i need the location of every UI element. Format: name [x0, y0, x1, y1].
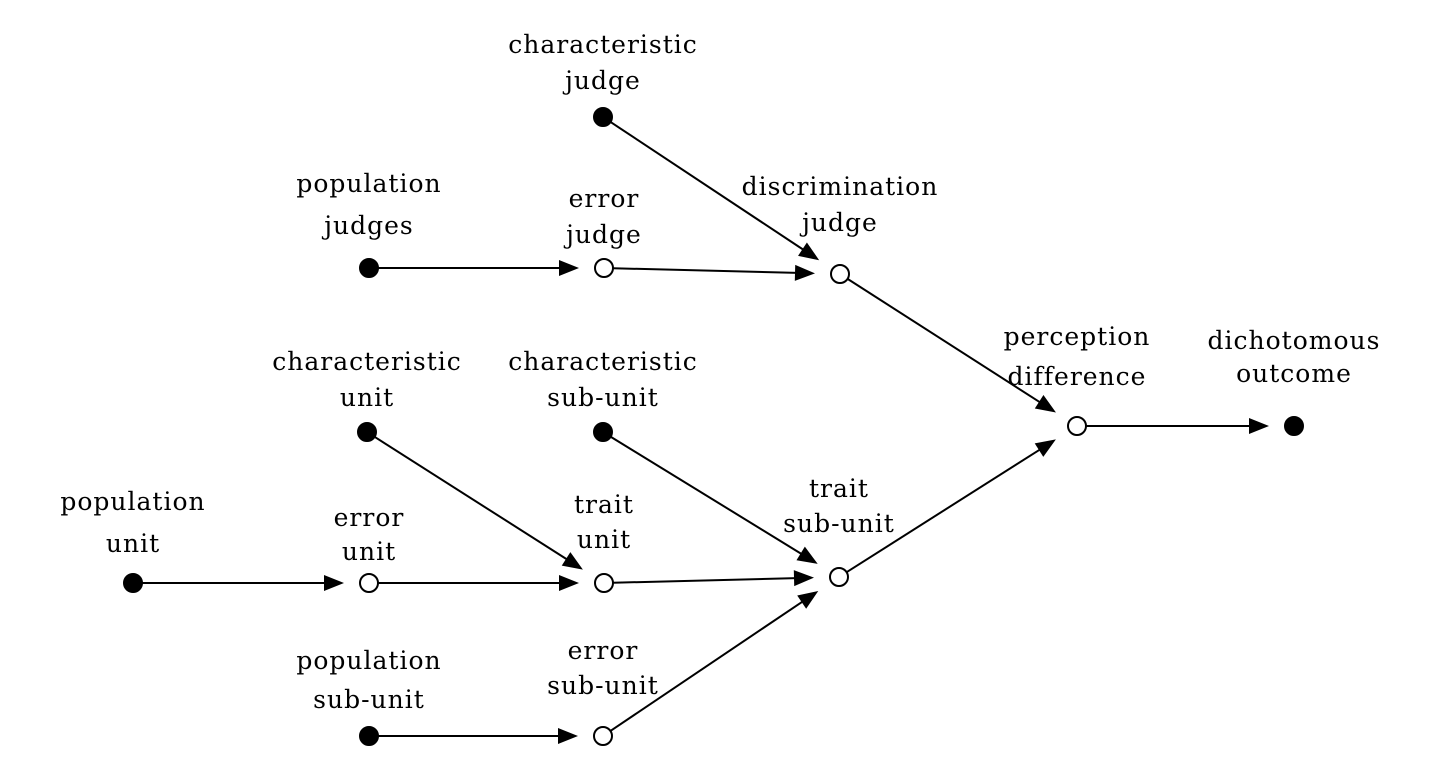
label-population-sub-unit-line-1: population: [296, 646, 441, 675]
edge-error-judge-to-discrimination-judge: [612, 264, 816, 281]
arrowhead-icon: [558, 728, 578, 744]
arrowhead-icon: [1249, 418, 1269, 434]
node-characteristic-sub-unit: [593, 422, 613, 442]
label-perception-difference-line-2: difference: [1008, 362, 1147, 391]
nodes-layer: [123, 107, 1304, 746]
edge-line: [612, 267, 798, 274]
label-error-sub-unit-line-1: error: [568, 636, 639, 665]
edge-perception-difference-to-dichotomous-outcome: [1086, 418, 1269, 434]
label-discrimination-judge-line-1: discrimination: [742, 172, 939, 201]
label-discrimination-judge-line-2: judge: [799, 208, 878, 237]
label-error-unit-line-1: error: [334, 503, 405, 532]
node-perception-difference: [1067, 416, 1087, 436]
label-population-unit-line-2: unit: [106, 529, 160, 558]
edge-line: [609, 600, 804, 732]
edge-characteristic-judge-to-discrimination-judge: [609, 121, 820, 261]
node-dichotomous-outcome: [1284, 416, 1304, 436]
edge-characteristic-unit-to-trait-unit: [374, 435, 583, 570]
edge-population-sub-unit-to-error-sub-unit: [378, 728, 578, 744]
label-error-judge-line-2: judge: [563, 220, 642, 249]
edge-line: [374, 435, 569, 561]
edge-trait-unit-to-trait-sub-unit: [612, 570, 815, 587]
label-characteristic-sub-unit-line-1: characteristic: [508, 347, 698, 376]
node-population-unit: [123, 573, 143, 593]
label-characteristic-judge-line-1: characteristic: [508, 30, 698, 59]
arrowhead-icon: [559, 260, 579, 276]
label-trait-unit-line-1: trait: [574, 490, 634, 519]
edges-layer: [142, 121, 1269, 744]
node-characteristic-judge: [593, 107, 613, 127]
label-dichotomous-outcome-line-2: outcome: [1236, 359, 1352, 388]
label-trait-unit-line-2: unit: [577, 525, 631, 554]
label-characteristic-unit-line-1: characteristic: [272, 347, 462, 376]
edge-population-judges-to-error-judge: [378, 260, 579, 276]
arrowhead-icon: [324, 575, 344, 591]
label-population-judges-line-1: population: [296, 169, 441, 198]
arrowhead-icon: [559, 575, 579, 591]
arrowhead-icon: [794, 264, 816, 281]
label-trait-sub-unit-line-1: trait: [809, 474, 869, 503]
arrowhead-icon: [796, 546, 818, 564]
label-perception-difference-line-1: perception: [1004, 322, 1151, 351]
arrowhead-icon: [1034, 394, 1056, 413]
node-error-sub-unit: [593, 726, 613, 746]
node-population-sub-unit: [359, 726, 379, 746]
edge-trait-sub-unit-to-perception-difference: [846, 439, 1056, 574]
arrowhead-icon: [1034, 439, 1056, 457]
label-dichotomous-outcome-line-1: dichotomous: [1208, 326, 1381, 355]
label-population-sub-unit-line-2: sub-unit: [313, 685, 425, 714]
node-error-judge: [594, 258, 614, 278]
label-error-unit-line-2: unit: [342, 537, 396, 566]
edge-discrimination-judge-to-perception-difference: [847, 278, 1056, 413]
node-trait-sub-unit: [829, 567, 849, 587]
label-characteristic-sub-unit-line-2: sub-unit: [547, 383, 659, 412]
label-error-judge-line-1: error: [569, 184, 640, 213]
node-discrimination-judge: [830, 264, 850, 284]
edge-line: [610, 435, 803, 556]
arrowhead-icon: [798, 242, 820, 261]
label-population-unit-line-1: population: [60, 487, 205, 516]
node-characteristic-unit: [357, 422, 377, 442]
edge-error-unit-to-trait-unit: [378, 575, 579, 591]
node-population-judges: [359, 258, 379, 278]
node-trait-unit: [594, 573, 614, 593]
arrowhead-icon: [793, 570, 815, 587]
edge-characteristic-sub-unit-to-trait-sub-unit: [610, 435, 818, 564]
node-error-unit: [359, 573, 379, 593]
arrowhead-icon: [561, 552, 583, 570]
edge-line: [846, 448, 1042, 574]
label-characteristic-judge-line-2: judge: [562, 66, 641, 95]
edge-population-unit-to-error-unit: [142, 575, 344, 591]
label-trait-sub-unit-line-2: sub-unit: [783, 509, 895, 538]
edge-line: [609, 121, 805, 252]
label-population-judges-line-2: judges: [321, 211, 413, 240]
arrowhead-icon: [797, 590, 819, 609]
edge-error-sub-unit-to-trait-sub-unit: [609, 590, 819, 732]
edge-line: [612, 577, 797, 584]
label-error-sub-unit-line-2: sub-unit: [547, 671, 659, 700]
labels-layer: characteristic judge population judges error…: [60, 30, 1381, 714]
label-characteristic-unit-line-2: unit: [340, 383, 394, 412]
edge-line: [847, 278, 1042, 404]
